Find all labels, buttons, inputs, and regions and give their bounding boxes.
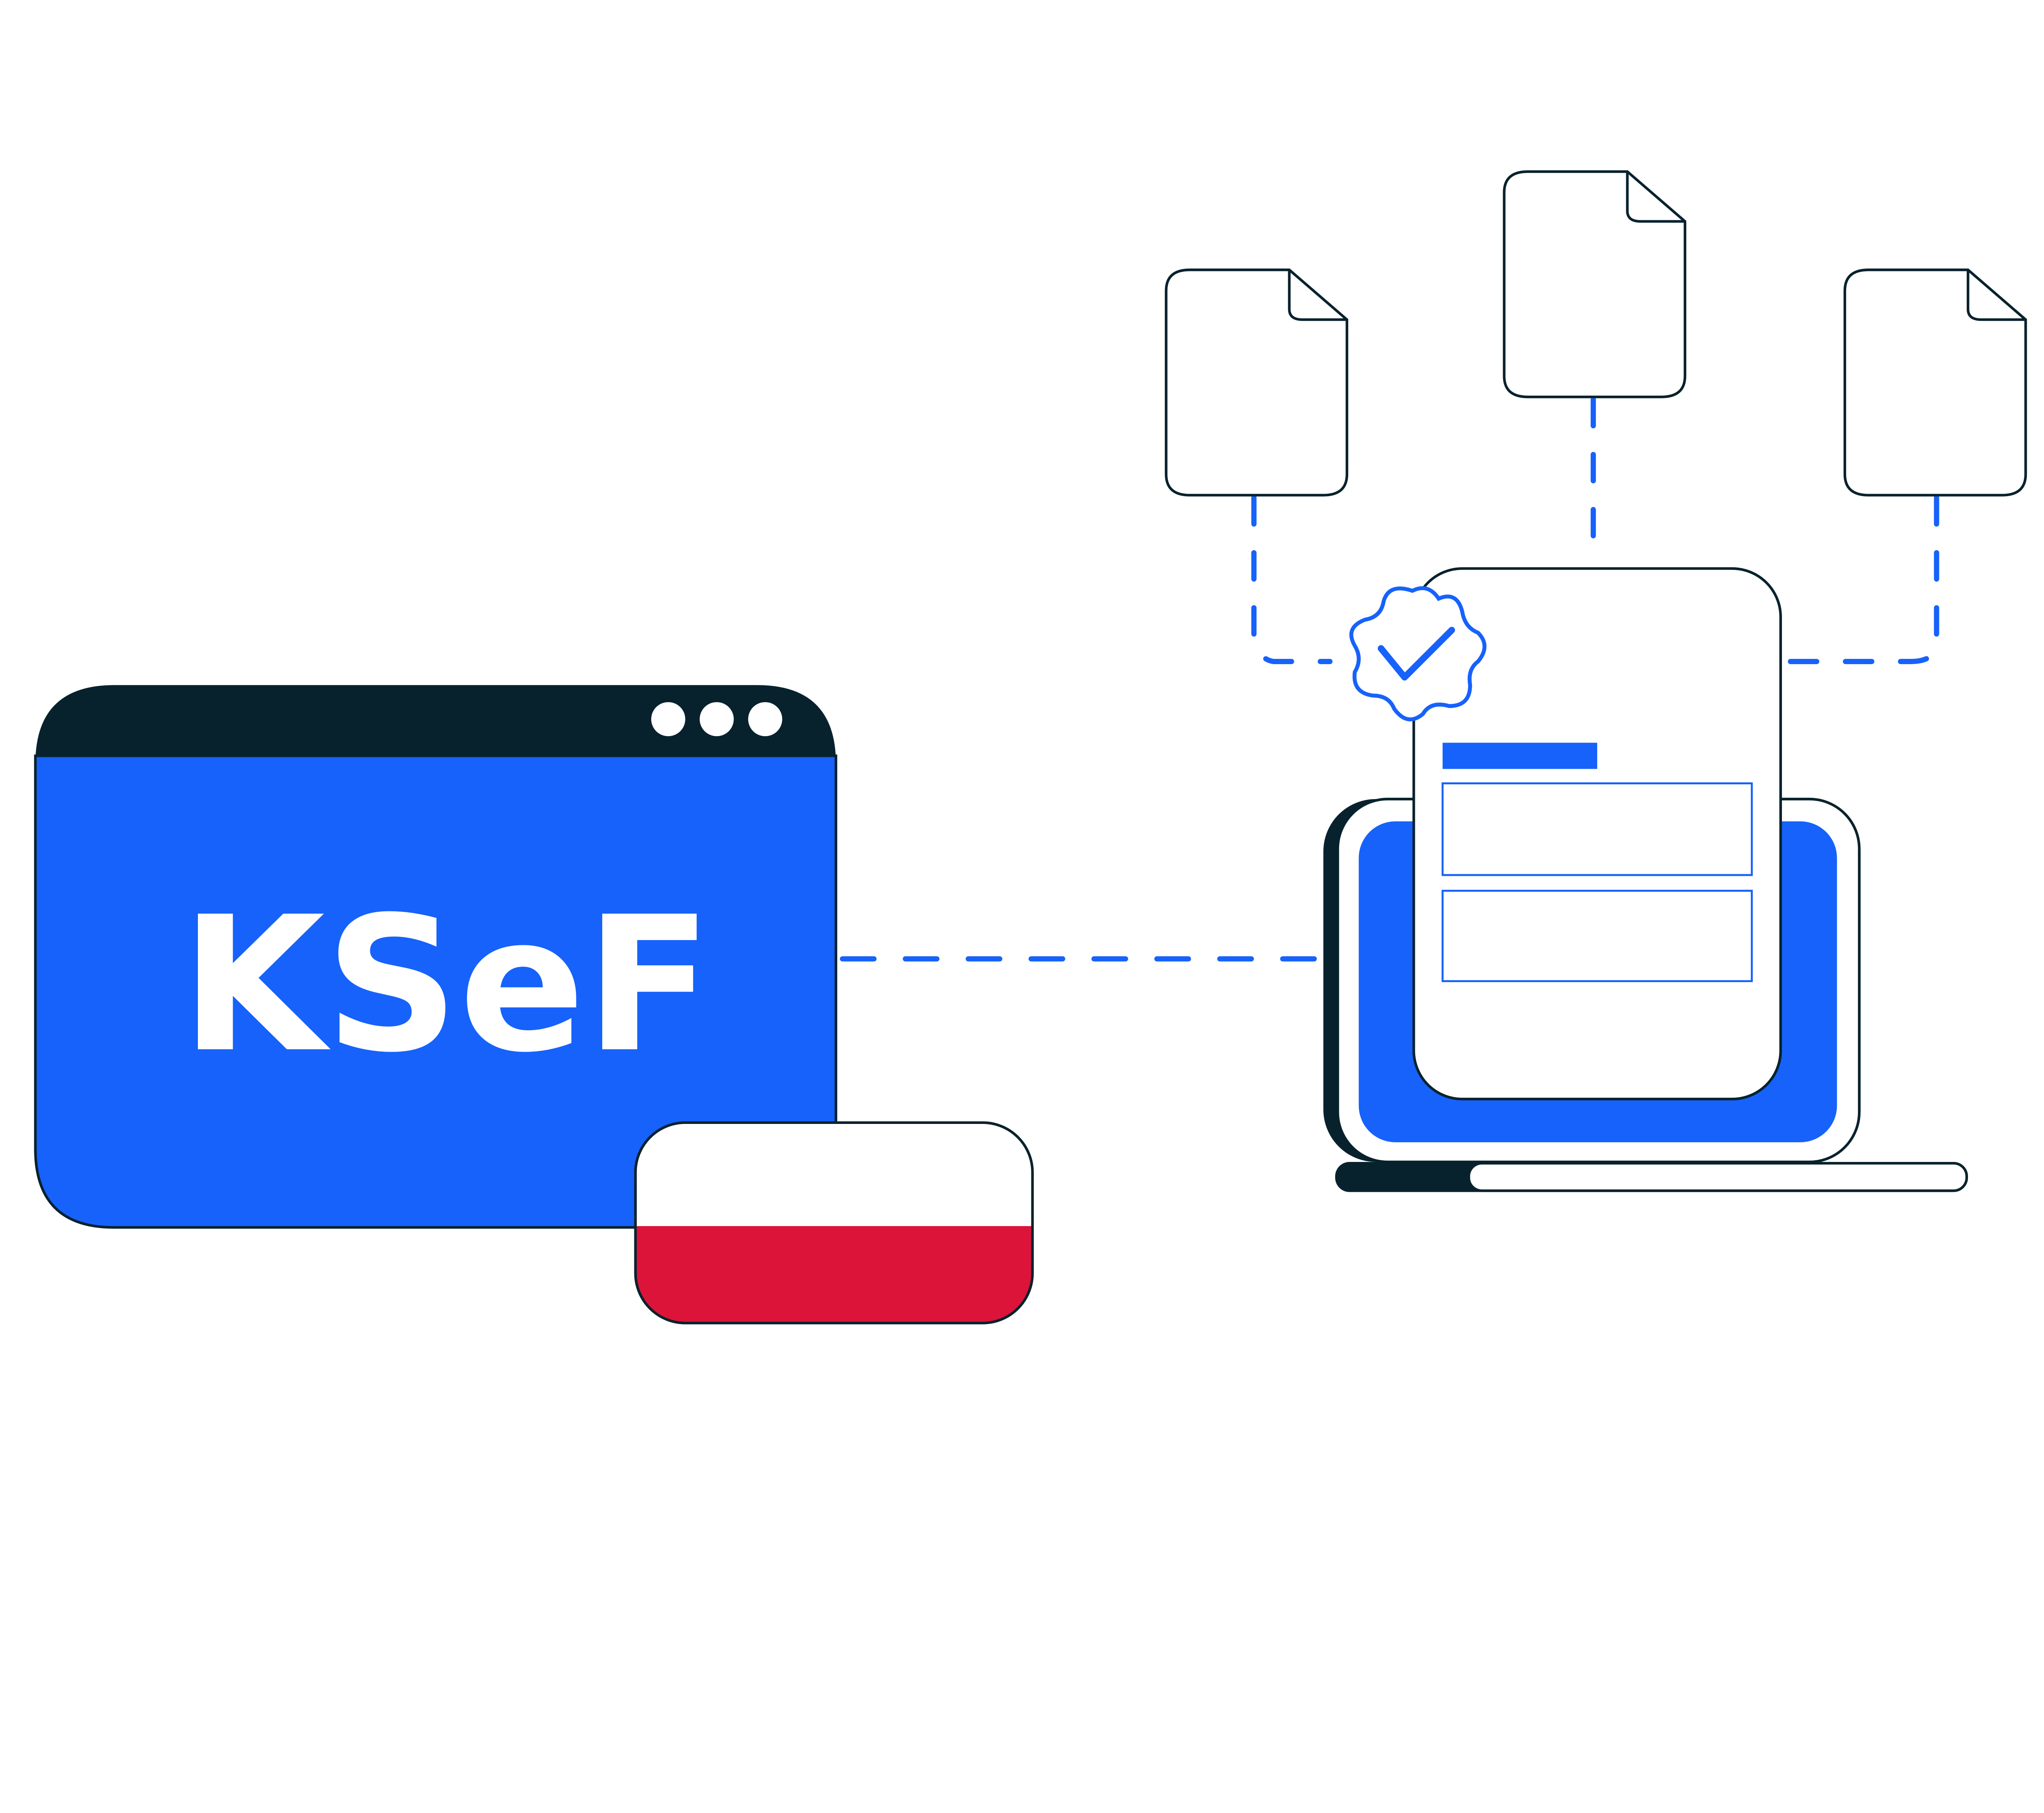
document-field [1441, 782, 1753, 876]
file-icon [1843, 269, 2027, 497]
browser-body [34, 754, 838, 1229]
browser-title-bar [35, 685, 836, 764]
document-title-bar [1442, 743, 1598, 769]
file-icon [1503, 170, 1686, 398]
document-field [1441, 890, 1753, 983]
window-dot-icon [651, 702, 686, 736]
window-dot-icon [748, 702, 782, 736]
connector-dashed [1779, 495, 1939, 664]
poland-flag [634, 1121, 1034, 1325]
window-dot-icon [699, 702, 734, 736]
browser-window: KSeF [34, 685, 838, 1229]
verified-badge-icon [1349, 586, 1487, 721]
invoice-document [1412, 567, 1782, 1101]
file-icon [1165, 269, 1349, 497]
ksef-logo-text: KSeF [181, 877, 712, 1093]
connector-dashed [1251, 495, 1333, 664]
ksef-illustration: KSeF [34, 170, 2027, 1325]
